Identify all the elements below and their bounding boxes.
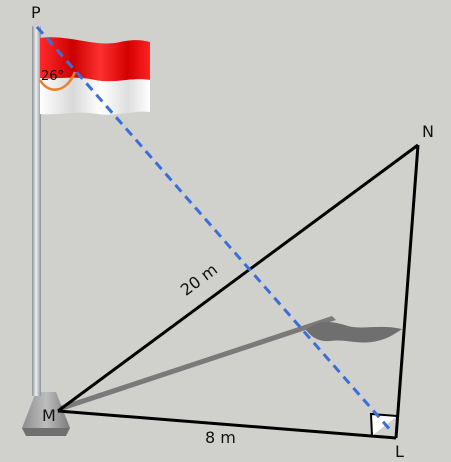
label-base: 8 m: [205, 428, 236, 447]
pole-shadow: [58, 316, 402, 412]
label-point-p: P: [31, 3, 41, 22]
pole-top: [33, 21, 41, 29]
label-point-n: N: [422, 122, 434, 141]
flag-pole: [32, 26, 41, 396]
pole-base: [22, 392, 70, 436]
label-angle: 26°: [41, 69, 64, 84]
segment-nl: [394, 144, 420, 439]
dashed-line-pl: [35, 26, 394, 433]
angle-arc: [38, 71, 77, 91]
flag: [40, 37, 150, 115]
segment-mn: [57, 143, 419, 413]
label-point-l: L: [395, 442, 404, 461]
triangle-mnl: [57, 143, 420, 440]
label-point-m: M: [42, 406, 56, 425]
segment-ml: [57, 409, 397, 440]
